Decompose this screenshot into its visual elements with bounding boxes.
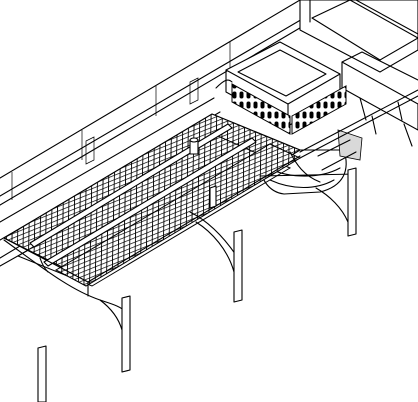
- tank-boxes: [225, 0, 418, 127]
- floor-brackets: [39, 187, 349, 331]
- housing-body: [257, 129, 363, 195]
- cross-beam: [341, 51, 418, 147]
- floor-fitting: [189, 137, 199, 155]
- grille-band: [215, 79, 347, 135]
- side-rail: [299, 89, 418, 159]
- support-posts: [37, 167, 357, 402]
- floor-edge: [3, 151, 357, 313]
- floor-grating: [2, 113, 302, 287]
